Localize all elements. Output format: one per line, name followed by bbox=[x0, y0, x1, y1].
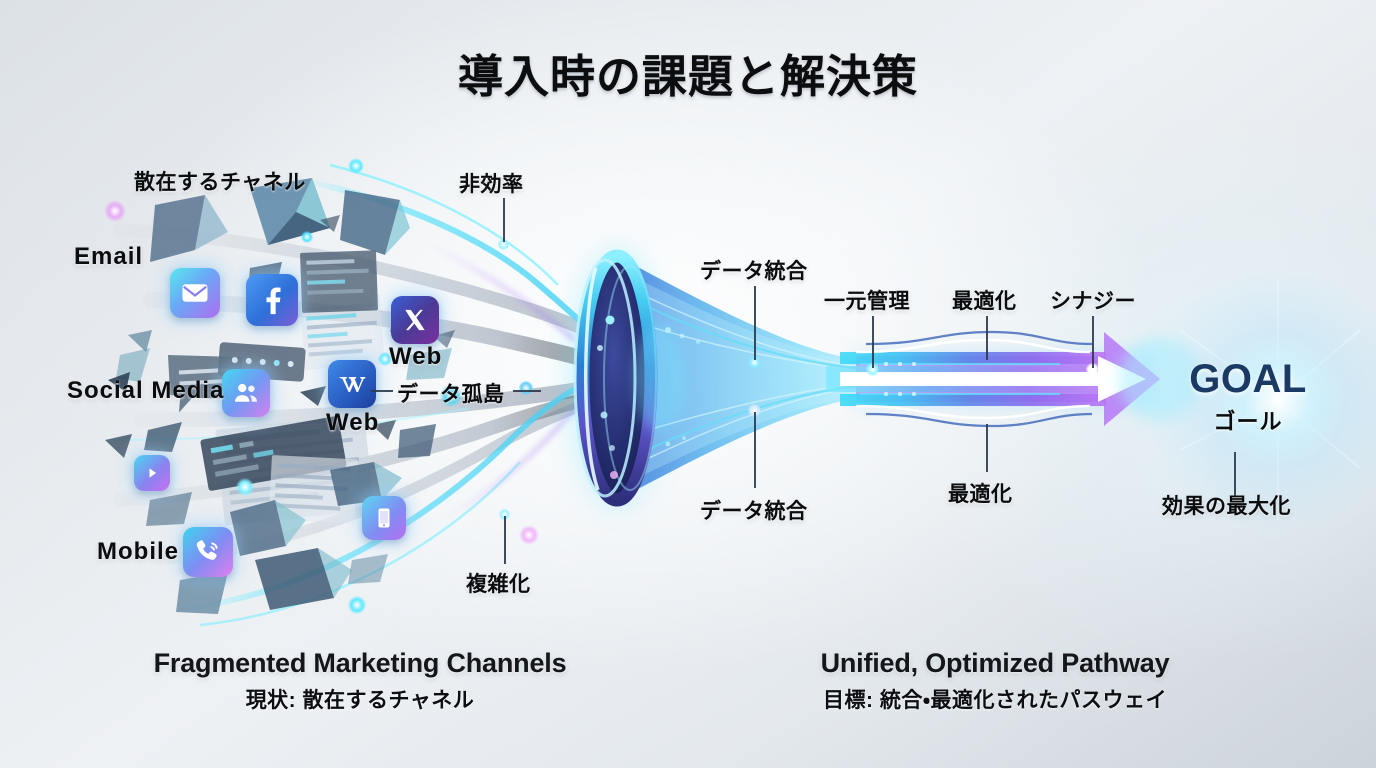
leader-line-inefficiency bbox=[503, 198, 505, 242]
benefit-label-data-integration-bottom: データ統合 bbox=[700, 500, 808, 523]
channel-label-social-media: Social Media bbox=[67, 377, 225, 404]
channel-label-mobile: Mobile bbox=[97, 538, 179, 565]
left-heading-scattered-channels: 散在するチャネル bbox=[134, 171, 306, 194]
problem-label-data-silo: データ孤島 bbox=[397, 383, 505, 406]
leader-line-data-integration-top bbox=[754, 286, 756, 360]
glow-dot bbox=[519, 525, 539, 545]
facebook-glyph bbox=[266, 287, 281, 315]
leader-line-synergy bbox=[1092, 316, 1094, 368]
glow-dot bbox=[301, 231, 313, 243]
benefit-label-data-integration-top: データ統合 bbox=[700, 260, 808, 283]
facebook-icon bbox=[246, 274, 298, 326]
glow-dot bbox=[348, 596, 366, 614]
x-twitter-icon bbox=[391, 296, 439, 344]
leader-line-optimization-top bbox=[986, 316, 988, 360]
leader-endpoint-dot bbox=[519, 381, 533, 395]
leader-line-centralized-management bbox=[872, 316, 874, 368]
caption-right-ja: 目標: 統合・最適化されたパスウェイ bbox=[823, 689, 1167, 712]
smartphone-glyph bbox=[378, 508, 390, 528]
wikipedia-w-glyph bbox=[339, 377, 366, 392]
problem-label-complexity: 複雑化 bbox=[466, 573, 531, 596]
goal-effect-label: 効果の最大化 bbox=[1162, 495, 1291, 518]
goal-title: GOAL bbox=[1189, 357, 1307, 401]
leader-line-data-silo bbox=[371, 390, 393, 392]
phone-call-glyph bbox=[196, 540, 218, 560]
caption-right: Unified, Optimized Pathway 目標: 統合・最適化された… bbox=[700, 648, 1290, 714]
benefit-label-synergy: シナジー bbox=[1050, 290, 1136, 313]
benefit-label-centralized-management: 一元管理 bbox=[824, 290, 910, 313]
channel-label-web-wikipedia: Web bbox=[326, 409, 380, 436]
channel-label-web-x: Web bbox=[389, 343, 443, 370]
x-twitter-glyph bbox=[405, 309, 425, 331]
page-title: 導入時の課題と解決策 bbox=[457, 51, 918, 102]
leader-line-complexity bbox=[504, 516, 506, 564]
people-icon bbox=[222, 369, 270, 417]
glow-dot bbox=[104, 200, 126, 222]
benefit-label-optimization-top: 最適化 bbox=[952, 290, 1017, 313]
goal-block: GOAL ゴール bbox=[1148, 357, 1348, 436]
people-glyph bbox=[235, 383, 257, 402]
envelope-glyph bbox=[182, 284, 208, 302]
wikipedia-icon bbox=[328, 360, 376, 408]
channel-label-email: Email bbox=[74, 243, 144, 270]
leader-line-optimization-bottom bbox=[986, 424, 988, 472]
caption-right-en: Unified, Optimized Pathway bbox=[820, 648, 1170, 678]
leader-line-data-integration-bottom bbox=[754, 412, 756, 488]
caption-left-ja: 現状: 散在するチャネル bbox=[245, 689, 475, 712]
benefit-label-optimization-bottom: 最適化 bbox=[948, 483, 1013, 506]
envelope-icon bbox=[170, 268, 220, 318]
leader-line-data-silo-right bbox=[513, 390, 541, 392]
smartphone-icon bbox=[362, 496, 406, 540]
glow-dot bbox=[236, 478, 254, 496]
video-play-icon bbox=[134, 455, 170, 491]
glow-dot bbox=[348, 158, 364, 174]
caption-left-en: Fragmented Marketing Channels bbox=[153, 648, 567, 678]
caption-left: Fragmented Marketing Channels 現状: 散在するチャ… bbox=[60, 648, 660, 714]
play-glyph bbox=[149, 468, 157, 478]
problem-label-inefficiency: 非効率 bbox=[459, 173, 524, 196]
phone-call-icon bbox=[183, 527, 233, 577]
goal-subtitle: ゴール bbox=[1213, 409, 1283, 434]
